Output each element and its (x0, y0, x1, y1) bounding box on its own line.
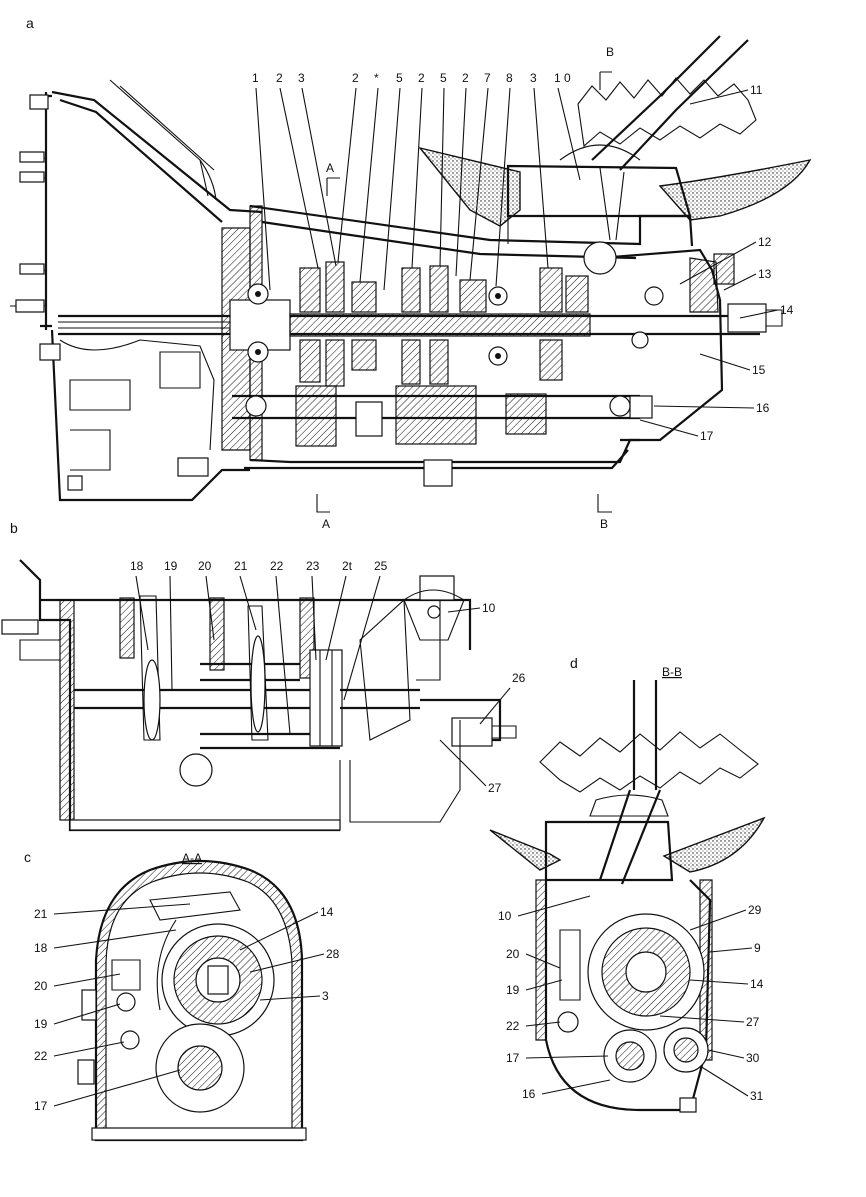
panel-letter-c: c (24, 849, 31, 865)
panel-a-right-callouts: 11 12 13 14 15 16 17 (639, 83, 794, 443)
callout-14: 14 (780, 303, 794, 317)
callout-b-19: 19 (164, 559, 178, 573)
callout-c-22: 22 (34, 1049, 48, 1063)
section-marker-a-bottom: A (322, 517, 330, 531)
callout-b-26: 26 (512, 671, 526, 685)
callout-d-19: 19 (506, 983, 520, 997)
panel-a-section (10, 35, 812, 513)
callout-2a: 2 (276, 71, 283, 85)
callout-2b: 2 (352, 71, 359, 85)
callout-7: 7 (484, 71, 491, 85)
callout-16: 16 (756, 401, 770, 415)
callout-c-21: 21 (34, 907, 48, 921)
panel-b-callouts: 18 19 20 21 22 23 2t 25 10 26 27 (130, 559, 526, 795)
section-marker-b-bottom: B (600, 517, 608, 531)
callout-c-28: 28 (326, 947, 340, 961)
callout-c-14: 14 (320, 905, 334, 919)
callout-17: 17 (700, 429, 714, 443)
section-title-bb: B-B (662, 665, 682, 679)
callout-b-20: 20 (198, 559, 212, 573)
panel-b-section (1, 559, 517, 832)
callout-b-25: 25 (374, 559, 388, 573)
panel-d-callouts: 10 20 19 22 17 16 29 9 14 27 30 31 (498, 895, 764, 1103)
callout-3a: 3 (298, 71, 305, 85)
panel-letter-b: b (10, 520, 18, 536)
callout-5b: 5 (440, 71, 447, 85)
callout-3b: 3 (530, 71, 537, 85)
panel-letter-d: d (570, 655, 578, 671)
panel-c-section (77, 859, 307, 1142)
top-callouts: 1 2 3 2 * 5 2 5 2 7 8 3 1 0 (252, 71, 571, 85)
callout-d-9: 9 (754, 941, 761, 955)
callout-b-18: 18 (130, 559, 144, 573)
callout-5a: 5 (396, 71, 403, 85)
callout-star: * (374, 71, 379, 85)
callout-b-23: 23 (306, 559, 320, 573)
callout-c-19: 19 (34, 1017, 48, 1031)
callout-d-27: 27 (746, 1015, 760, 1029)
callout-b-24: 2t (342, 559, 353, 573)
callout-d-22: 22 (506, 1019, 520, 1033)
section-title-aa: A-A (182, 851, 202, 865)
callout-c-3: 3 (322, 989, 329, 1003)
callout-d-30: 30 (746, 1051, 760, 1065)
callout-b-21: 21 (234, 559, 248, 573)
section-marker-a-top: A (326, 161, 334, 175)
callout-d-14: 14 (750, 977, 764, 991)
callout-13: 13 (758, 267, 772, 281)
callout-d-16: 16 (522, 1087, 536, 1101)
callout-11: 11 (750, 83, 763, 97)
callout-b-10: 10 (482, 601, 496, 615)
callout-12: 12 (758, 235, 772, 249)
callout-8: 8 (506, 71, 513, 85)
panel-c-callouts: 21 18 20 19 22 17 14 28 3 (34, 903, 340, 1113)
callout-d-20: 20 (506, 947, 520, 961)
callout-d-10: 10 (498, 909, 512, 923)
panel-d-section (489, 680, 766, 1113)
callout-2c: 2 (418, 71, 425, 85)
callout-c-18: 18 (34, 941, 48, 955)
callout-b-27: 27 (488, 781, 502, 795)
callout-b-22: 22 (270, 559, 284, 573)
callout-c-20: 20 (34, 979, 48, 993)
callout-c-17: 17 (34, 1099, 48, 1113)
callout-10: 1 0 (554, 71, 571, 85)
callout-d-29: 29 (748, 903, 762, 917)
callout-d-31: 31 (750, 1089, 764, 1103)
callout-1: 1 (252, 71, 259, 85)
callout-d-17: 17 (506, 1051, 520, 1065)
callout-15: 15 (752, 363, 766, 377)
callout-2d: 2 (462, 71, 469, 85)
top-leader-lines (255, 87, 581, 291)
section-marker-b-top: B (606, 45, 614, 59)
panel-letter-a: a (26, 15, 34, 31)
